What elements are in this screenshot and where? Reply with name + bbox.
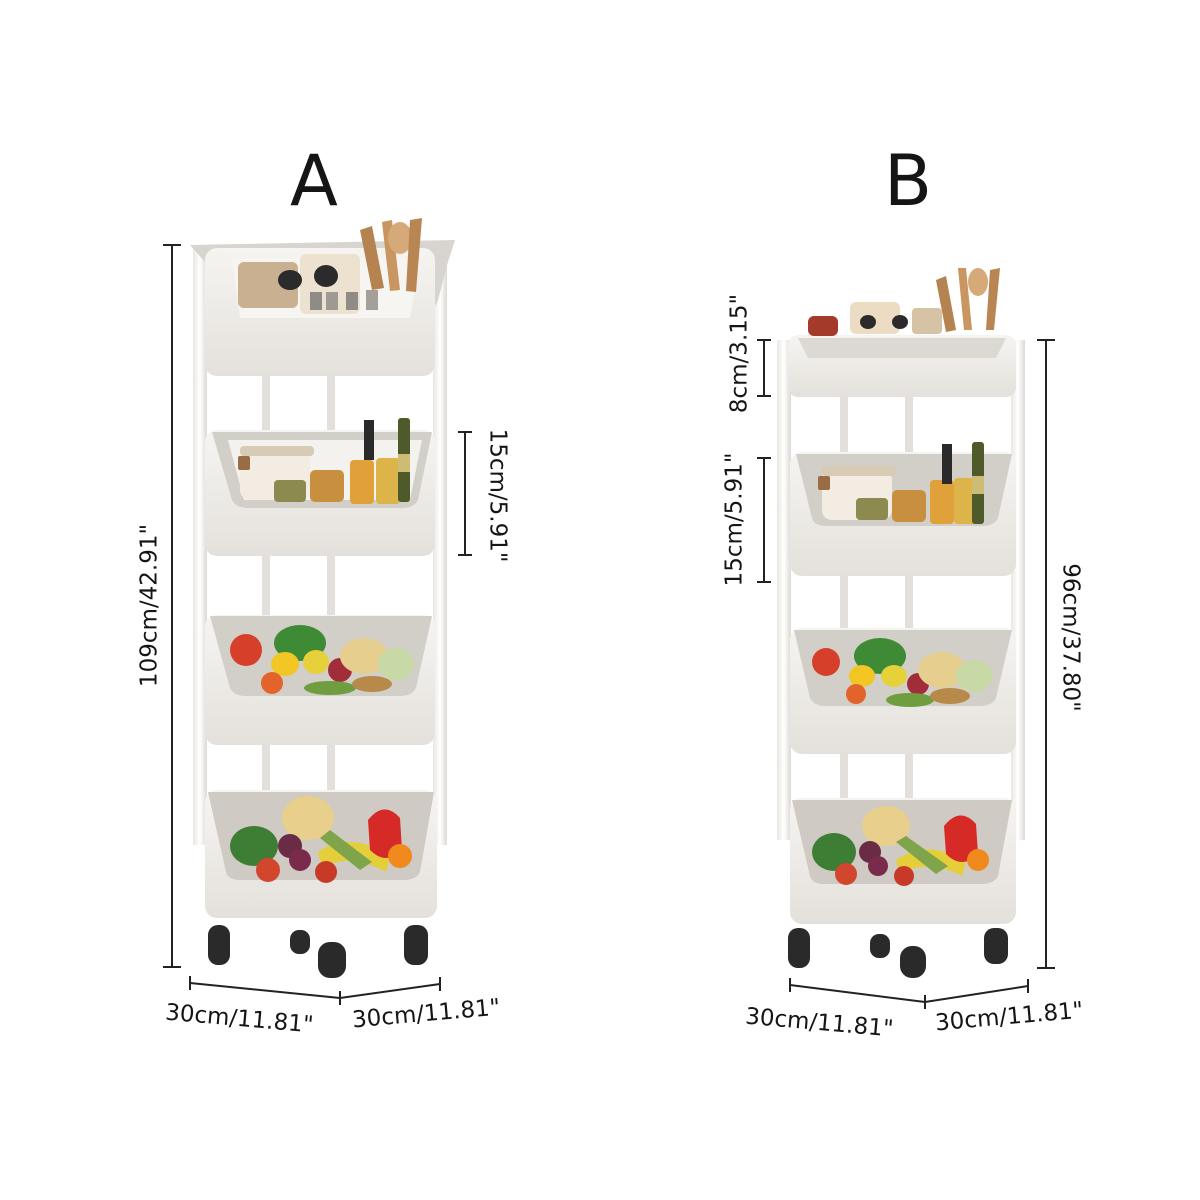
product-b-tier-spacing-label: 15cm/5.91" (721, 452, 748, 587)
product-a-label: A (290, 140, 338, 222)
rack-a-pole-left (193, 245, 207, 845)
rack-b-tier-3 (790, 628, 1016, 754)
rack-a-tier-2-items (238, 418, 410, 504)
rack-b-tier-1-items (808, 268, 1000, 336)
rack-b-pole-back-right (905, 395, 913, 815)
rack-b-tier-1 (788, 268, 1016, 397)
rack-a-tier-3 (205, 615, 435, 745)
rack-a-tier-1-items (238, 218, 422, 314)
rack-a-tier-4 (205, 790, 437, 918)
rack-b-wheels (788, 928, 1008, 978)
product-b-top-tier-label: 8cm/3.15" (726, 293, 753, 414)
rack-a-wheels (208, 925, 428, 978)
rack-a-tier-2 (205, 418, 435, 556)
rack-b (777, 268, 1025, 978)
rack-b-tier-4 (790, 798, 1016, 924)
dimension-a-width-left-line (189, 982, 341, 999)
rack-a-pole-right (433, 245, 447, 845)
dimension-a-width-right-line (339, 983, 441, 999)
rack-a-tier-3-produce (230, 625, 414, 695)
dimension-lines (163, 244, 1055, 1009)
rack-a-pole-back-right (327, 370, 335, 820)
dimension-b-width-right-line (924, 985, 1029, 1003)
rack-b-tier-2-items (818, 442, 984, 524)
rack-a-pole-back-left (262, 370, 270, 820)
product-b-label: B (884, 140, 933, 222)
rack-a (190, 218, 455, 978)
rack-a-tier-4-produce (230, 796, 412, 883)
product-a-tier-spacing-label: 15cm/5.91" (484, 428, 511, 563)
rack-b-tier-2 (790, 442, 1016, 576)
rack-b-pole-back-left (840, 395, 848, 815)
rack-b-pole-left (777, 340, 791, 840)
product-b-height-label: 96cm/37.80" (1057, 563, 1084, 712)
rack-b-pole-right (1011, 340, 1025, 840)
rack-a-tier-1 (190, 218, 455, 376)
dimension-b-width-left-line (789, 984, 926, 1003)
rack-b-tier-4-produce (812, 806, 989, 886)
product-a-height-label: 109cm/42.91" (136, 523, 163, 688)
rack-b-tier-3-produce (812, 638, 992, 707)
